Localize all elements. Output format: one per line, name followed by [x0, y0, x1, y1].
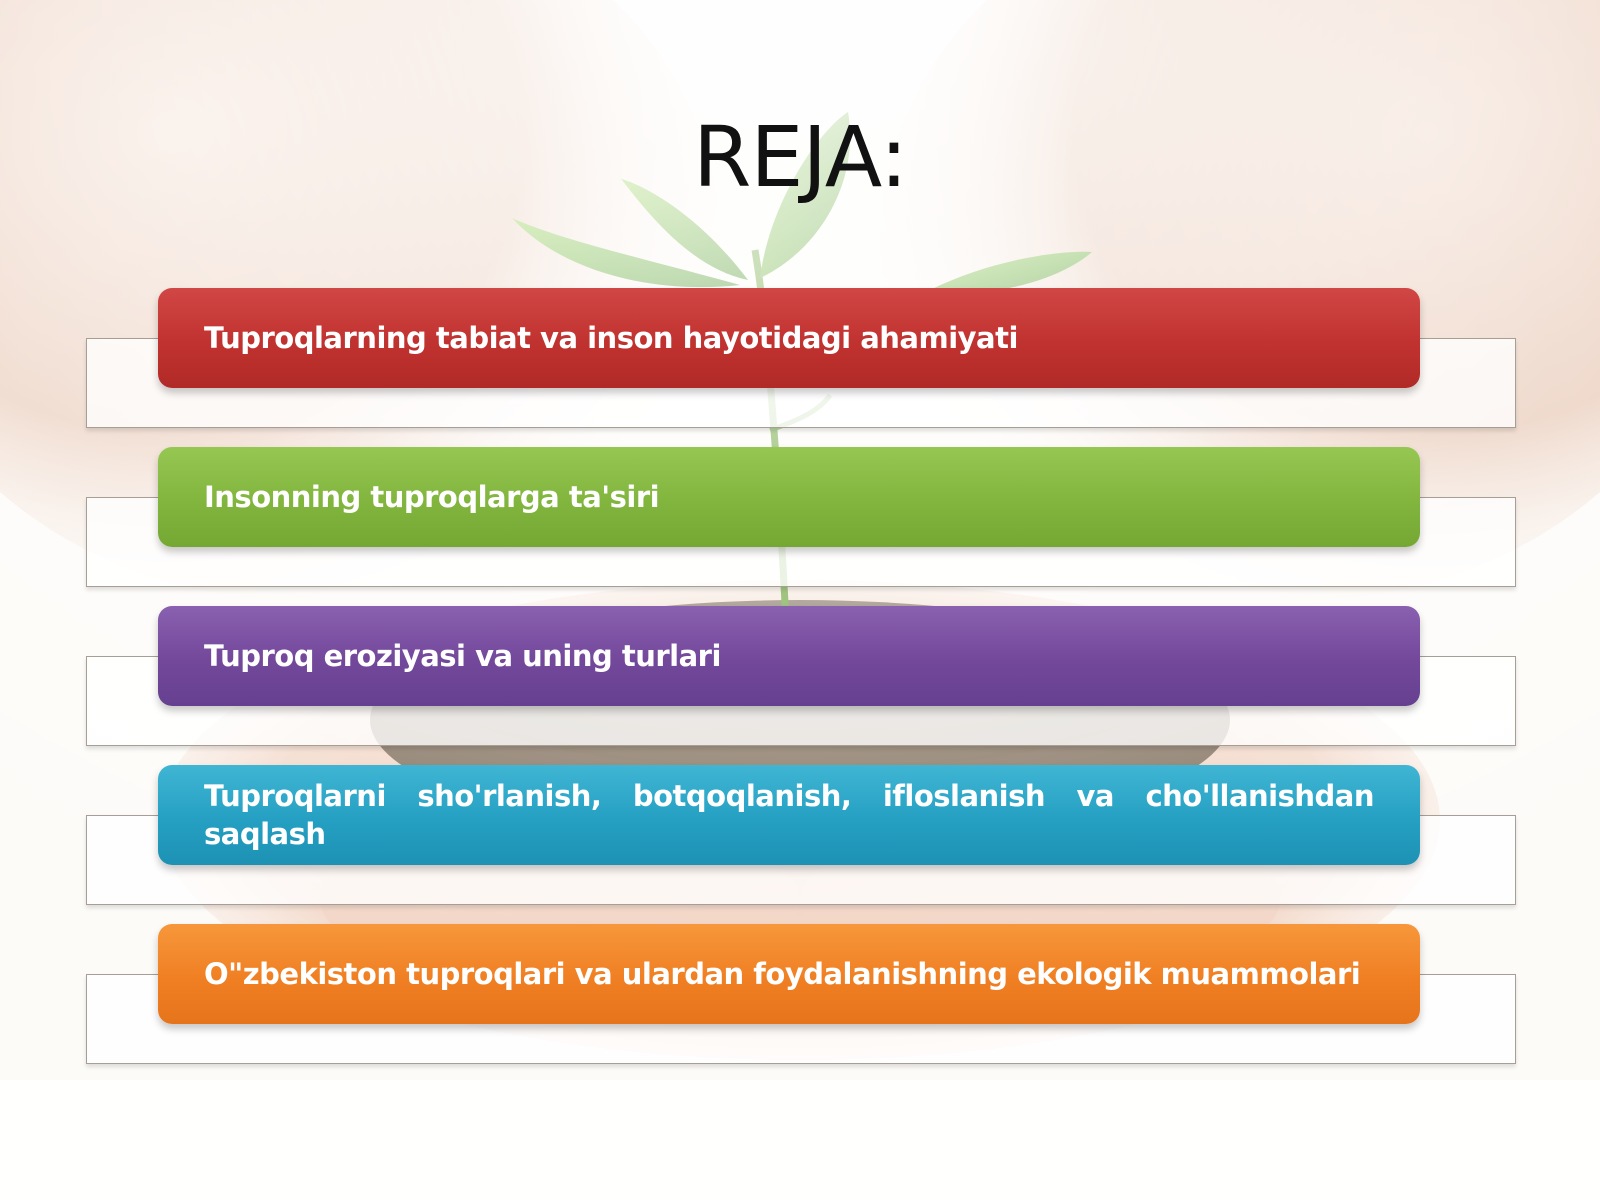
- plan-item-4: Tuproqlarni sho'rlanish, botqoqlanish, i…: [158, 765, 1420, 865]
- plan-item-1-label: Tuproqlarning tabiat va inson hayotidagi…: [204, 321, 1018, 355]
- plan-item-2-label: Insonning tuproqlarga ta'siri: [204, 480, 660, 514]
- plan-item-3: Tuproq eroziyasi va uning turlari: [158, 606, 1420, 706]
- plan-item-2: Insonning tuproqlarga ta'siri: [158, 447, 1420, 547]
- plan-item-5-label: O"zbekiston tuproqlari va ulardan foydal…: [204, 957, 1361, 991]
- plan-item-1: Tuproqlarning tabiat va inson hayotidagi…: [158, 288, 1420, 388]
- plan-item-3-label: Tuproq eroziyasi va uning turlari: [204, 639, 721, 673]
- plan-item-5: O"zbekiston tuproqlari va ulardan foydal…: [158, 924, 1420, 1024]
- plan-item-4-label: Tuproqlarni sho'rlanish, botqoqlanish, i…: [204, 779, 1375, 851]
- slide-title: REJA:: [692, 108, 908, 206]
